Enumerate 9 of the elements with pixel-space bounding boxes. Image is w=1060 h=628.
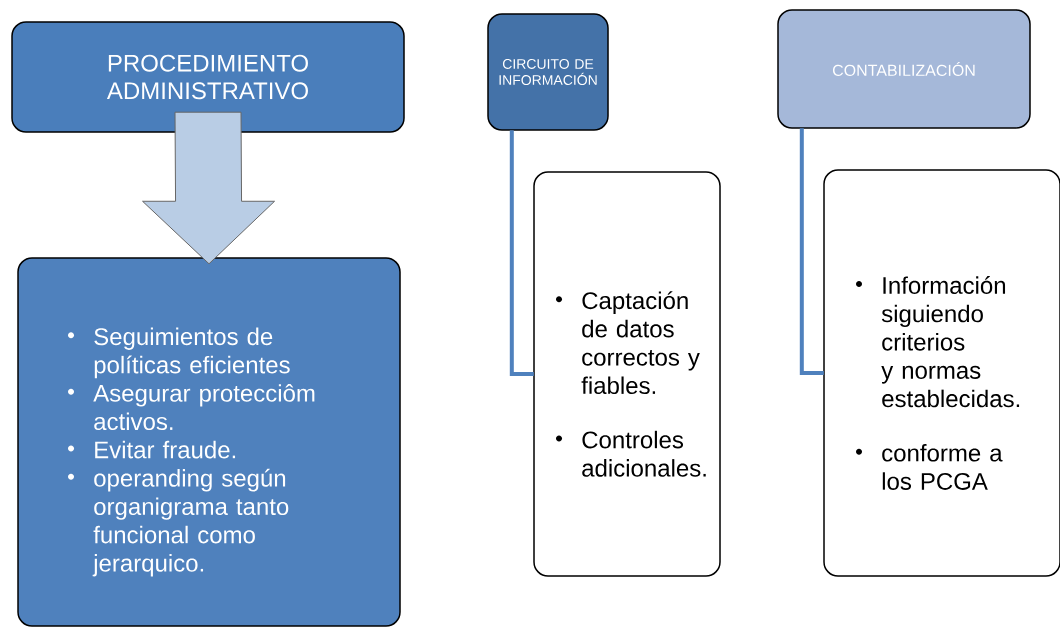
connector-line <box>509 130 534 376</box>
connector-line <box>799 128 824 375</box>
block-arrow <box>142 111 276 265</box>
title-box: CONTABILIZACIÓN <box>777 9 1031 129</box>
title-box: PROCEDIMIENTO ADMINISTRATIVO <box>11 21 405 133</box>
title-box: CIRCUITO DE INFORMACIÓN <box>487 13 609 131</box>
bullet-list-box: Información siguiendo criterios y normas establecidas. conforme a los PCGA <box>823 169 1060 577</box>
bullet-list-box: Seguimientos de políticas eficientes Asegurar protecciôm activos. Evitar fraude. operanding según organigrama tanto funcional como jerarquico. <box>17 257 401 627</box>
bullet-list-box: Captación de datos correctos y fiables. Controles adicionales. <box>533 171 721 577</box>
